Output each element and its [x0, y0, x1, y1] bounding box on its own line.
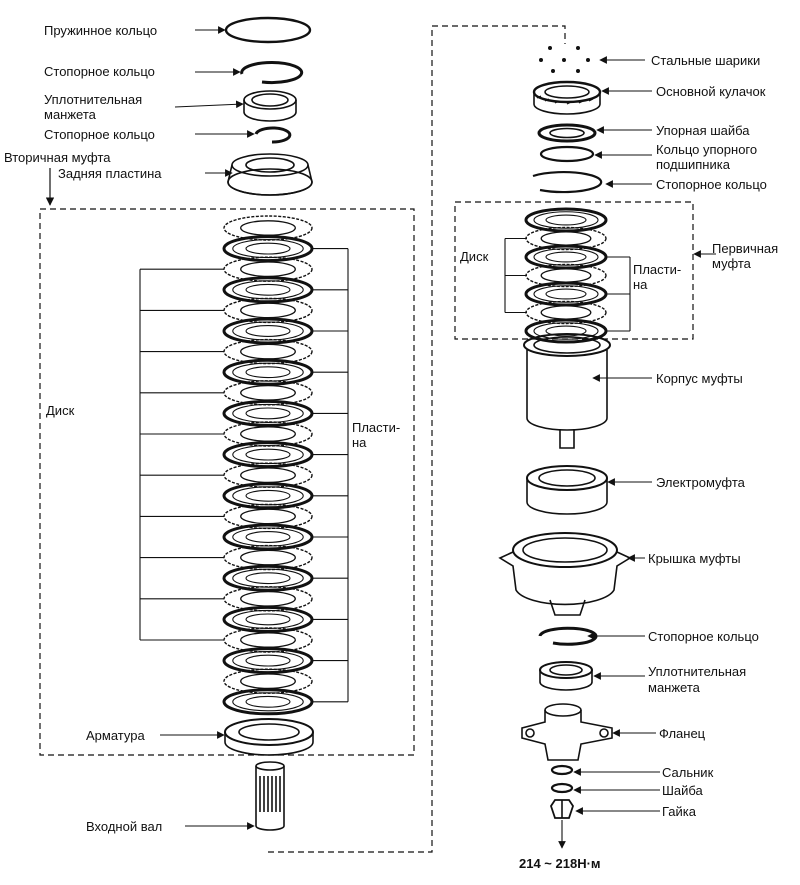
- label-electroclutch: Электромуфта: [656, 475, 745, 490]
- flange: [521, 703, 613, 761]
- label-disc-right: Диск: [460, 249, 489, 264]
- label-plate-right-2: на: [633, 277, 648, 292]
- label-main-cam: Основной кулачок: [656, 84, 766, 99]
- left-brackets: [139, 248, 349, 703]
- label-oil-seal: Сальник: [662, 765, 714, 780]
- label-thrust-washer: Упорная шайба: [656, 123, 750, 138]
- spring-ring: [224, 16, 312, 44]
- label-nut: Гайка: [662, 804, 697, 819]
- label-plate-left-2: на: [352, 435, 367, 450]
- right-plate: [524, 281, 608, 307]
- label-seal-right-2: манжета: [648, 680, 700, 695]
- assembly-link-line: [268, 25, 566, 853]
- thrust-washer: [537, 123, 597, 143]
- clutch-housing: [523, 333, 611, 449]
- label-housing: Корпус муфты: [656, 371, 743, 386]
- right-leaders: [558, 56, 716, 849]
- bearing-ring: [539, 145, 595, 163]
- label-bearing-ring-2: подшипника: [656, 157, 730, 172]
- left-leaders: [160, 26, 255, 830]
- right-brackets: [504, 237, 631, 332]
- label-armature: Арматура: [86, 728, 145, 743]
- washer: [550, 782, 574, 794]
- label-seal-left-2: манжета: [44, 107, 96, 122]
- label-seal-left-1: Уплотнительная: [44, 92, 143, 107]
- right-plate: [524, 244, 608, 270]
- label-flange: Фланец: [659, 726, 706, 741]
- retaining-ring-1: [240, 61, 304, 85]
- label-retaining-ring-1: Стопорное кольцо: [44, 64, 155, 79]
- clutch-cover: [498, 532, 632, 616]
- oil-seal: [550, 764, 574, 776]
- label-retaining-ring-top: Стопорное кольцо: [656, 177, 767, 192]
- label-seal-right-1: Уплотнительная: [648, 664, 747, 679]
- nut: [550, 799, 574, 819]
- right-plate: [524, 207, 608, 233]
- label-washer: Шайба: [662, 783, 703, 798]
- right-disc-stack: [524, 207, 608, 344]
- retaining-ring-2: [254, 126, 292, 144]
- secondary-clutch-box: [39, 208, 415, 756]
- primary-clutch-assembly: [498, 46, 632, 819]
- label-plate-left-1: Пласти-: [352, 420, 401, 435]
- steel-balls: [539, 46, 590, 73]
- label-rear-plate: Задняя пластина: [58, 166, 162, 181]
- label-torque: 214 ~ 218Н·м: [519, 856, 601, 871]
- label-disc-left: Диск: [46, 403, 75, 418]
- label-primary-clutch-1: Первичная: [712, 241, 779, 256]
- rear-plate: [227, 153, 313, 196]
- seal-left: [243, 90, 297, 122]
- label-steel-balls: Стальные шарики: [651, 53, 761, 68]
- label-primary-clutch-2: муфта: [712, 256, 751, 271]
- retaining-ring-bottom: [538, 626, 598, 646]
- seal-right: [539, 661, 593, 691]
- label-cover: Крышка муфты: [648, 551, 741, 566]
- label-retaining-ring-bottom: Стопорное кольцо: [648, 629, 759, 644]
- left-disc-stack: [222, 215, 314, 716]
- primary-clutch-box: [454, 201, 694, 340]
- electroclutch: [526, 465, 608, 515]
- label-secondary-clutch: Вторичная муфта: [4, 150, 111, 165]
- secondary-clutch-assembly: [222, 16, 314, 831]
- label-spring-ring: Пружинное кольцо: [44, 23, 158, 38]
- retaining-ring-top: [532, 170, 603, 194]
- label-bearing-ring-1: Кольцо упорного: [656, 142, 758, 157]
- main-cam: [532, 80, 602, 115]
- label-retaining-ring-2: Стопорное кольцо: [44, 127, 155, 142]
- label-plate-right-1: Пласти-: [633, 262, 682, 277]
- armature: [224, 718, 314, 756]
- label-input-shaft: Входной вал: [86, 819, 163, 834]
- input-shaft: [255, 761, 285, 831]
